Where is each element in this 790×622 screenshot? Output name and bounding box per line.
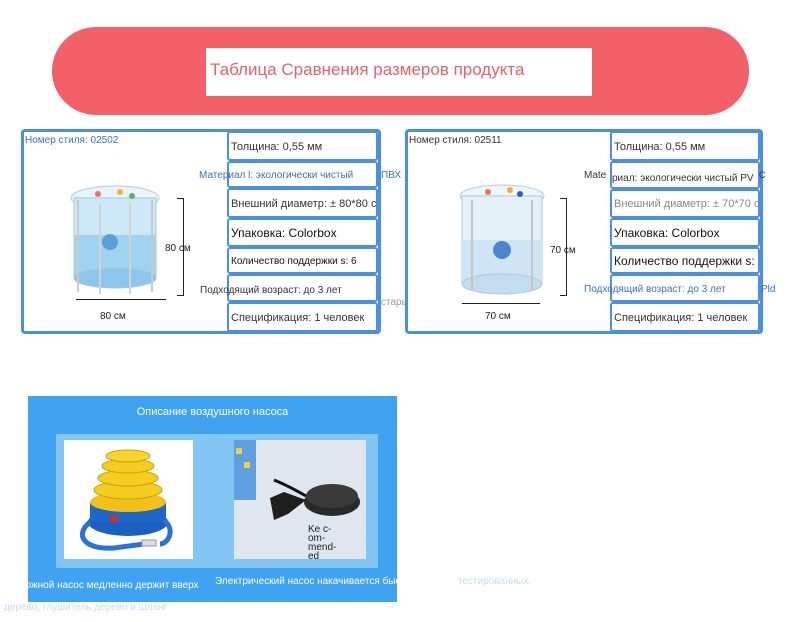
electric-pump-caption-tail: тестированных.	[458, 576, 532, 587]
age-row	[610, 274, 760, 302]
material-prefix: Mate	[584, 170, 607, 181]
foot-pump-caption: ножной насос медленно держит вверх	[20, 580, 199, 591]
width-label: 70 см	[485, 311, 511, 322]
width-label: 80 см	[100, 311, 126, 322]
tub-image-80	[70, 185, 160, 294]
electric-pump-overlay: Ke c- om- mend- ed	[308, 524, 337, 562]
age-text: Подходящий возраст: до 3 лет	[200, 285, 342, 296]
electric-pump-caption: Электрический насос накачивается быстрее…	[215, 576, 431, 587]
thickness-row: Толщина: 0,55 мм	[227, 131, 378, 161]
material-row	[227, 161, 378, 188]
style-number: Номер стиля: 02502	[25, 135, 119, 146]
diameter-row: Внешний диаметр: ± 70*70 см	[610, 189, 760, 218]
style-number: Номер стиля: 02511	[409, 135, 502, 146]
diameter-row: Внешний диаметр: ± 80*80 см	[227, 188, 378, 218]
height-label: 80 см	[165, 243, 191, 254]
height-bracket	[560, 198, 567, 296]
electric-pump-image	[234, 440, 366, 559]
age-tail: старый	[381, 297, 415, 308]
age-row	[227, 274, 378, 302]
width-line	[76, 299, 166, 300]
material-row	[610, 161, 760, 189]
height-label: 70 см	[550, 245, 576, 256]
width-line	[462, 303, 540, 304]
material-tail: C	[759, 170, 766, 180]
support-row: Количество поддержки s: 6	[610, 247, 760, 274]
page-title: Таблица Сравнения размеров продукта	[206, 48, 592, 96]
tub-image-70	[459, 184, 545, 295]
height-bracket	[177, 198, 184, 296]
pump-title: Описание воздушного насоса	[136, 406, 289, 418]
age-text: Подходящий возраст: до 3 лет	[584, 284, 726, 295]
package-row: Упаковка: Colorbox	[227, 218, 378, 247]
foot-pump-image	[64, 440, 193, 559]
age-tail: Pld	[761, 284, 776, 295]
material-text: Материал l: экологически чистый	[199, 170, 354, 181]
thickness-row: Толщина: 0,55 мм	[610, 131, 760, 161]
spec-row: Спецификация: 1 человек	[610, 302, 760, 332]
support-row: Количество поддержки s: 6	[227, 247, 378, 274]
foot-pump-caption-tail: дерево, глушитель дерево и шланг	[4, 602, 168, 613]
spec-row: Спецификация: 1 человек	[227, 302, 378, 332]
material-text: риал: экологически чистый PV	[612, 173, 754, 184]
material-tail: ПВХ	[381, 170, 402, 181]
package-row: Упаковка: Colorbox	[610, 218, 760, 247]
